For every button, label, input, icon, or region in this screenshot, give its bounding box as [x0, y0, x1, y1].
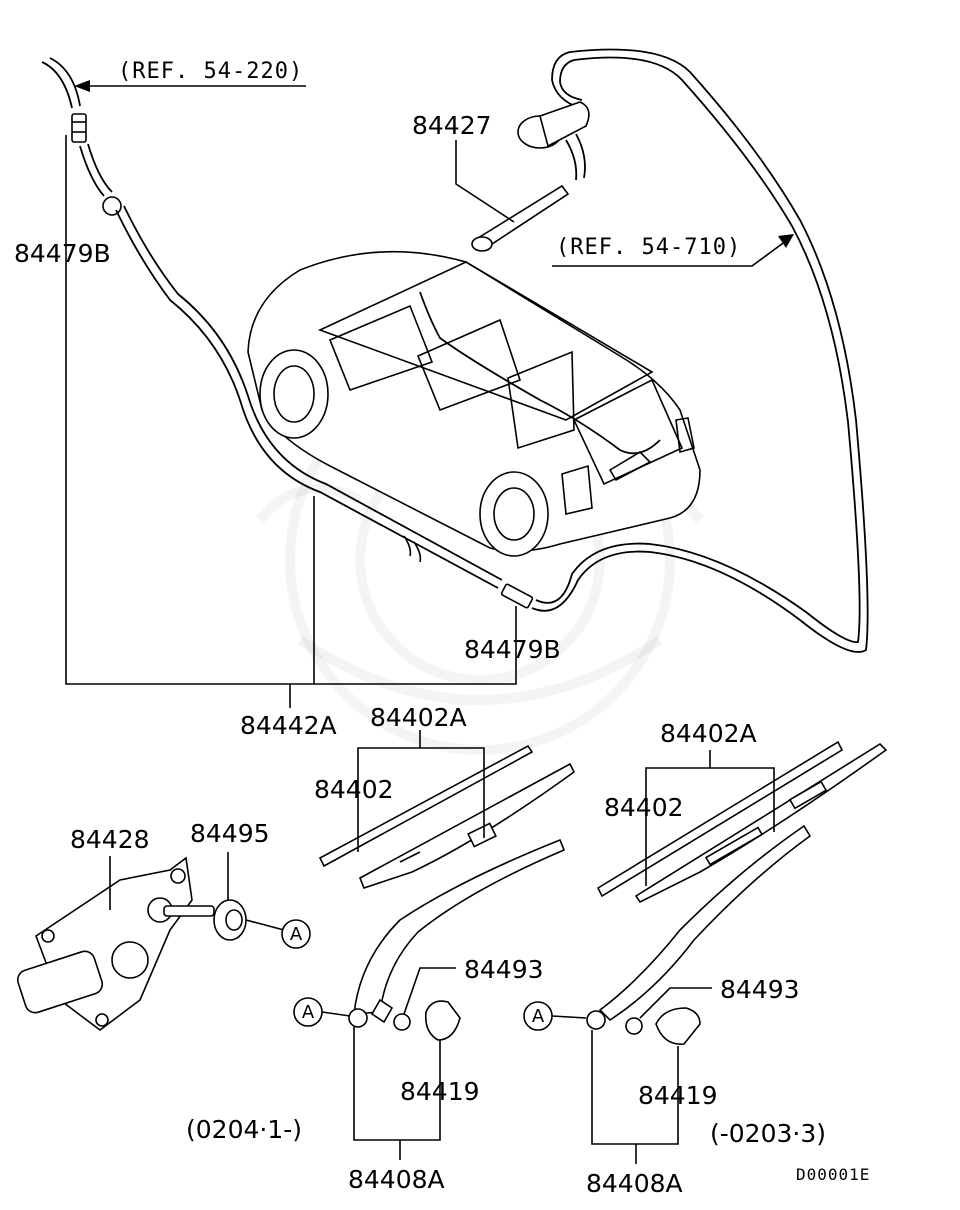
- nut-left: [393, 1013, 411, 1031]
- part-label-84402-right: 84402: [604, 793, 684, 822]
- date-range-right: (-0203·3): [710, 1119, 826, 1148]
- rear-wheel: [479, 471, 549, 557]
- part-label-84408a-right: 84408A: [586, 1169, 683, 1198]
- nut-right: [625, 1017, 643, 1035]
- part-label-84479b-top: 84479B: [14, 239, 111, 268]
- wiper-arm-right: [586, 824, 812, 1030]
- hose-joint-middle: [500, 583, 534, 609]
- part-label-84427: 84427: [412, 111, 492, 140]
- ref-label-54-220: (REF. 54-220): [118, 59, 303, 84]
- callout-a-right-arm: A: [523, 1001, 553, 1031]
- ref-label-54-710: (REF. 54-710): [556, 235, 741, 260]
- wiper-blade-right: [596, 740, 888, 904]
- cap-left: [424, 1000, 461, 1041]
- part-label-84419-right: 84419: [638, 1081, 718, 1110]
- front-wheel: [259, 349, 329, 439]
- svg-text:A: A: [532, 1006, 545, 1027]
- hose-leaders: [65, 80, 794, 708]
- callout-a-left-arm: A: [293, 997, 323, 1027]
- drawing-code: D00001E: [796, 1165, 870, 1184]
- wiper-motor: [16, 856, 215, 1031]
- washer-hose-assembly: [41, 48, 869, 653]
- part-label-84402-left: 84402: [314, 775, 394, 804]
- part-label-84428: 84428: [70, 825, 150, 854]
- svg-text:A: A: [302, 1002, 315, 1023]
- wiper-blade-left: [318, 744, 576, 889]
- part-label-84495: 84495: [190, 819, 270, 848]
- part-label-84402a-left: 84402A: [370, 703, 467, 732]
- washer-nozzle: [471, 101, 590, 252]
- part-label-84493-left: 84493: [464, 955, 544, 984]
- date-range-left: (0204·1-): [186, 1115, 302, 1144]
- hose-joint-top: [71, 113, 87, 143]
- wiper-leaders: [109, 730, 775, 1164]
- part-label-84479b-mid: 84479B: [464, 635, 561, 664]
- part-label-84442a: 84442A: [240, 711, 337, 740]
- callout-a-motor: A: [281, 919, 311, 949]
- part-label-84402a-right: 84402A: [660, 719, 757, 748]
- cap-right: [655, 1007, 701, 1045]
- motor-grommet: [213, 899, 285, 941]
- part-label-84419-left: 84419: [400, 1077, 480, 1106]
- vehicle-outline: [247, 250, 701, 557]
- part-label-84408a-left: 84408A: [348, 1165, 445, 1194]
- wiper-arm-left: [348, 838, 566, 1028]
- hose-grommet: [102, 196, 122, 216]
- part-label-84493-right: 84493: [720, 975, 800, 1004]
- svg-text:A: A: [290, 924, 303, 945]
